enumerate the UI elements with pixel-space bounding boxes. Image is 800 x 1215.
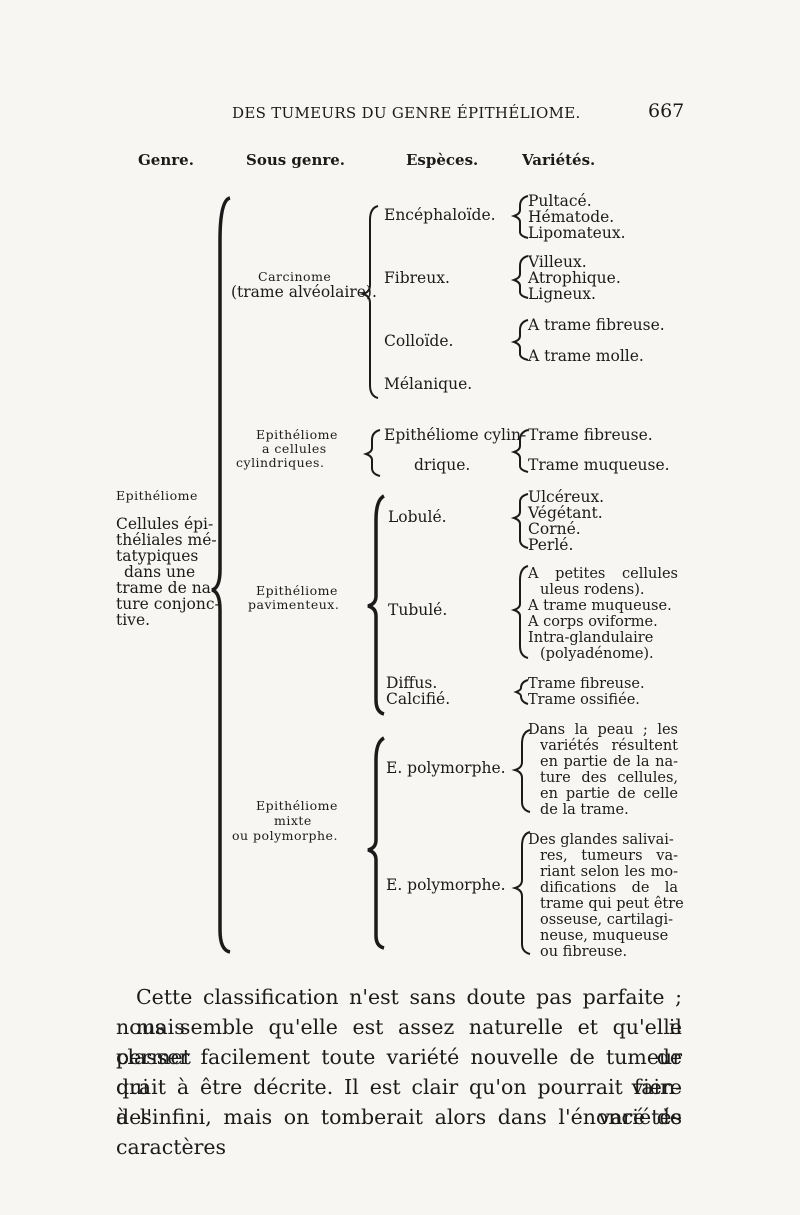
espece-melanique: Mélanique.	[384, 375, 473, 393]
paragraph-line: à l'infini, mais on tomberait alors dans…	[116, 1105, 682, 1159]
paragraph-line: classer facilement toute variété nouvell…	[116, 1045, 682, 1099]
sous-genre-carcinome-note: (trame alvéolaire).	[231, 283, 377, 301]
espece-encephaloide: Encéphaloïde.	[384, 206, 496, 224]
paragraph-line: drait à être décrite. Il est clair qu'on…	[116, 1075, 682, 1129]
column-heading-genre: Genre.	[138, 151, 194, 169]
column-heading-sous-genre: Sous genre.	[246, 151, 346, 169]
paragraph-line: Cette classification n'est sans doute pa…	[136, 985, 682, 1039]
espece-lobule: Lobulé.	[388, 508, 447, 526]
espece-polymorphe-glandes: E. polymorphe.	[386, 876, 506, 894]
genre-name: Epithéliome	[116, 488, 198, 503]
column-heading-varietes: Variétés.	[522, 151, 596, 169]
espece-fibreux: Fibreux.	[384, 269, 450, 287]
sous-genre-carcinome: Carcinome	[258, 269, 332, 284]
paragraph-line: nous semble qu'elle est assez naturelle …	[116, 1015, 682, 1069]
column-heading-especes: Espèces.	[406, 151, 479, 169]
espece-polymorphe-peau: E. polymorphe.	[386, 759, 506, 777]
espece-tubule: Tubulé.	[388, 601, 448, 619]
running-title: DES TUMEURS DU GENRE ÉPITHÉLIOME.	[232, 104, 581, 122]
espece-colloide: Colloïde.	[384, 332, 454, 350]
page-number: 667	[648, 100, 685, 122]
